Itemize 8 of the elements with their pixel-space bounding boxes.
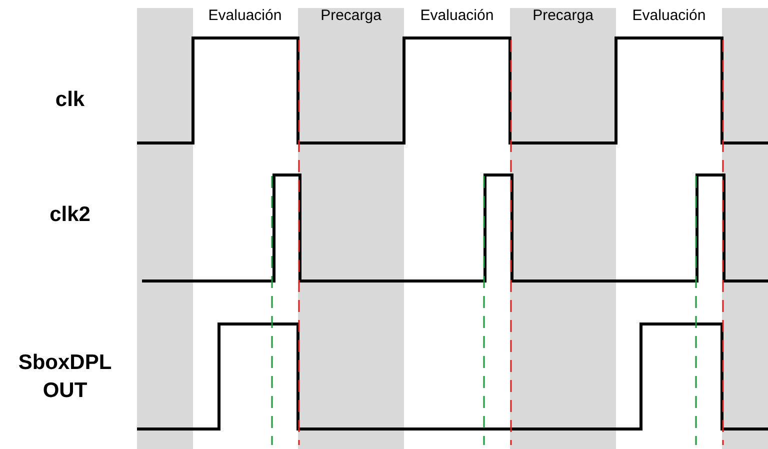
- phase-label: Evaluación: [420, 7, 494, 24]
- signal-label: clk2: [48, 202, 92, 228]
- phase-label: Precarga: [532, 7, 594, 24]
- phase-label: Precarga: [320, 7, 382, 24]
- signal-label: SboxDPL OUT: [17, 350, 113, 404]
- signal-label: clk: [54, 87, 86, 113]
- phase-label: Evaluación: [632, 7, 706, 24]
- phase-label: Evaluación: [208, 7, 282, 24]
